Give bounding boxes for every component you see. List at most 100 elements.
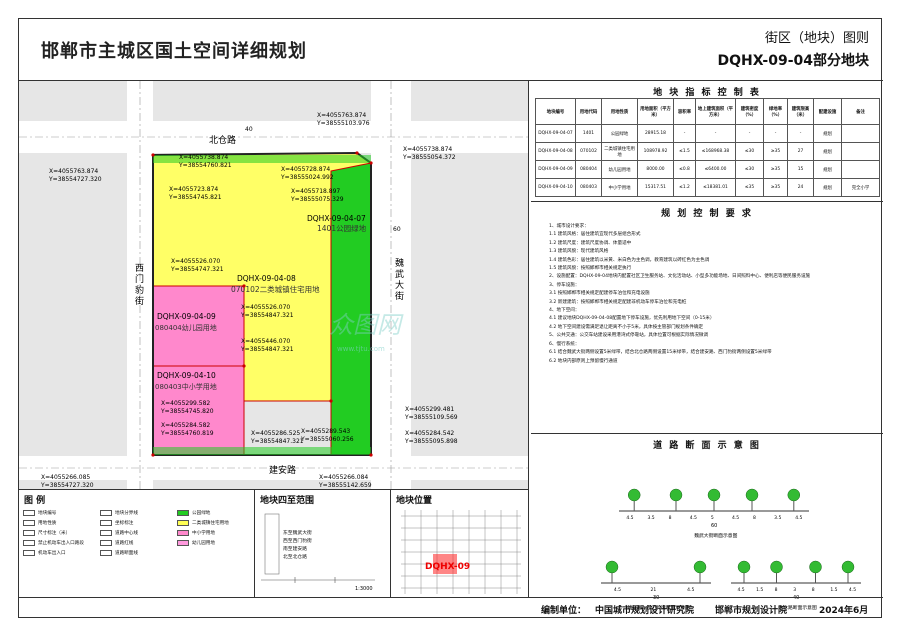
tree-icon bbox=[745, 488, 759, 511]
legend-label: 禁止机动车出入口路段 bbox=[38, 540, 84, 546]
coord-x-label: X=4055718.897 bbox=[291, 188, 340, 195]
requirement-line: 1.4 建筑色彩：居住建筑以米黄、米白色为主色调，教育建筑以砖红色为主色调 bbox=[549, 257, 710, 263]
legend-title: 图 例 bbox=[24, 496, 46, 506]
requirement-line: 3、停车设施： bbox=[549, 282, 580, 288]
coord-x-label: X=4055299.582 bbox=[161, 400, 210, 407]
legend-item: 地块分界线 bbox=[100, 508, 174, 517]
legend-swatch bbox=[23, 519, 35, 526]
table-cell: 公园绿地 bbox=[601, 124, 638, 143]
right-panel: 地 块 指 标 控 制 表 地块编号用地代码用地性质用地面积（平方米）容积率地上… bbox=[531, 81, 883, 619]
legend-grid: 地块编号地块分界线公园绿地用地性质坐标标注二类城镇住宅用地尺寸标注（米）道路中心… bbox=[23, 508, 251, 557]
location-panel: 地块位置 DQHX-09 bbox=[391, 490, 529, 598]
table-cell: ≤35 bbox=[735, 178, 764, 197]
road-name-west: 西门豹街 bbox=[135, 263, 144, 307]
table-cell: 完全小学 bbox=[841, 178, 880, 197]
table-cell: ≥35 bbox=[763, 178, 788, 197]
coord-x-label: X=4055266.084 bbox=[319, 474, 368, 481]
parcel-07[interactable] bbox=[330, 162, 372, 456]
coord-x-label: X=4055763.874 bbox=[49, 168, 98, 175]
location-sketch: DQHX-09 bbox=[401, 510, 521, 594]
coord-y-label: Y=38554727.320 bbox=[48, 176, 102, 183]
table-cell: 二类城镇住宅用地 bbox=[601, 142, 638, 161]
table-cell: ≤168968.38 bbox=[695, 142, 736, 161]
coord-x-label: X=4055738.874 bbox=[179, 154, 228, 161]
legend-label: 用地性质 bbox=[38, 520, 57, 526]
parcel-09-code: DQHX-09-04-09 bbox=[157, 312, 216, 321]
table-cell: DQHX-09-04-08 bbox=[535, 142, 576, 161]
parcel-08-use: 070102二类城镇住宅用地 bbox=[231, 284, 320, 294]
table-header-cell: 用地面积（平方米） bbox=[637, 98, 674, 125]
coord-x-label: X=4055526.070 bbox=[241, 304, 290, 311]
legend-swatch bbox=[100, 539, 112, 546]
location-label: DQHX-09 bbox=[425, 562, 470, 572]
legend-item: 地块编号 bbox=[23, 508, 97, 517]
coord-y-label: Y=38554727.320 bbox=[40, 482, 94, 489]
table-header-cell: 绿地率（%） bbox=[763, 98, 788, 125]
header: 邯郸市主城区国土空间详细规划 街区（地块）图则 DQHX-09-04部分地块 bbox=[19, 19, 883, 81]
legend-item: 道路断面线 bbox=[100, 548, 174, 557]
section-dim-label: 4.5 bbox=[614, 587, 621, 593]
table-header-cell: 用地代码 bbox=[575, 98, 602, 125]
legend-panel: 图 例 地块编号地块分界线公园绿地用地性质坐标标注二类城镇住宅用地尺寸标注（米）… bbox=[19, 490, 255, 598]
road-name-south: 建安路 bbox=[269, 464, 296, 476]
requirement-line: 1.5 建筑风貌：按照邯郸市相关规定执行 bbox=[549, 266, 632, 272]
scope-sketch-block bbox=[264, 513, 280, 575]
location-title: 地块位置 bbox=[396, 496, 433, 506]
section-dim-label: 3 bbox=[793, 587, 796, 593]
table-header-cell: 地块编号 bbox=[535, 98, 576, 125]
watermark: 众图网 bbox=[329, 311, 404, 339]
tree-icon bbox=[693, 560, 707, 583]
page-title: 邯郸市主城区国土空间详细规划 bbox=[41, 41, 307, 62]
corner-point bbox=[355, 151, 359, 155]
drawing-code: DQHX-09-04部分地块 bbox=[717, 53, 869, 69]
section-dim-label: 4.5 bbox=[795, 515, 802, 521]
legend-item: 公园绿地 bbox=[177, 508, 251, 517]
requirement-line: 4.1 建议地块DQHX-09-04-08配置地下停车设施，优先利用地下空间（0… bbox=[549, 316, 715, 322]
legend-item: 道路红线 bbox=[100, 538, 174, 547]
table-header-cell: 地上建筑面积（平方米） bbox=[695, 98, 736, 125]
scope-title: 地块四至范围 bbox=[260, 496, 315, 506]
scope-line: 西至西门豹街 bbox=[283, 539, 312, 544]
table-cell: ≤30 bbox=[735, 142, 764, 161]
coord-x-label: X=4055266.085 bbox=[41, 474, 90, 481]
requirement-line: 5、公共交通：公交车站建设采用港湾式停靠站，具体位置可根据实际情况微调 bbox=[549, 333, 709, 339]
coord-y-label: Y=38555060.256 bbox=[300, 436, 354, 443]
tree-icon bbox=[809, 560, 822, 583]
legend-item: 用地性质 bbox=[23, 518, 97, 527]
scale-text: 1:3000 bbox=[355, 586, 373, 592]
coord-x-label: X=4055738.874 bbox=[403, 146, 452, 153]
control-table: 地块编号用地代码用地性质用地面积（平方米）容积率地上建筑面积（平方米）建筑密度（… bbox=[535, 98, 880, 197]
plan-map[interactable]: 众图网 www.tjtu.com 北仓路 建安路 西门豹街 魏武大街 60 40… bbox=[19, 81, 529, 489]
table-header-cell: 建筑限高（米） bbox=[787, 98, 814, 125]
section-dim-label: 21 bbox=[651, 587, 657, 593]
north-green-belt bbox=[153, 155, 371, 163]
requirement-line: 4、地下空间： bbox=[549, 308, 580, 314]
table-header-cell: 容积率 bbox=[673, 98, 696, 125]
table-cell: ≤1.2 bbox=[673, 178, 696, 197]
legend-label: 坐标标注 bbox=[115, 520, 134, 526]
parcel-08-code: DQHX-09-04-08 bbox=[237, 274, 296, 283]
parcel-10-code: DQHX-09-04-10 bbox=[157, 371, 216, 380]
table-cell: ≤18381.01 bbox=[695, 178, 736, 197]
coord-y-label: Y=38554747.321 bbox=[170, 266, 224, 273]
footer-date: 2024年6月 bbox=[819, 606, 869, 616]
requirement-line: 1.1 建筑风格：居住建筑宜现代多层组合形式 bbox=[549, 232, 641, 238]
legend-swatch bbox=[23, 549, 35, 556]
road-sections-title: 道 路 断 面 示 意 图 bbox=[531, 433, 883, 451]
table-cell: 15317.51 bbox=[637, 178, 674, 197]
section-dim-label: 8 bbox=[775, 587, 778, 593]
section-dim-label: 4.5 bbox=[732, 515, 739, 521]
coord-x-label: X=4055723.874 bbox=[169, 186, 218, 193]
legend-label: 地块编号 bbox=[38, 510, 57, 516]
section-dim-label: 8 bbox=[812, 587, 815, 593]
corner-point bbox=[242, 284, 246, 288]
table-cell: - bbox=[787, 124, 814, 143]
requirements-title: 规 划 控 制 要 求 bbox=[531, 201, 883, 219]
table-cell bbox=[841, 142, 880, 161]
coordinate-labels: X=4055763.874Y=38555103.976X=4055738.874… bbox=[40, 112, 458, 489]
table-cell: 幼儿园用地 bbox=[601, 160, 638, 179]
footer-editor-label: 编制单位： bbox=[541, 606, 587, 616]
